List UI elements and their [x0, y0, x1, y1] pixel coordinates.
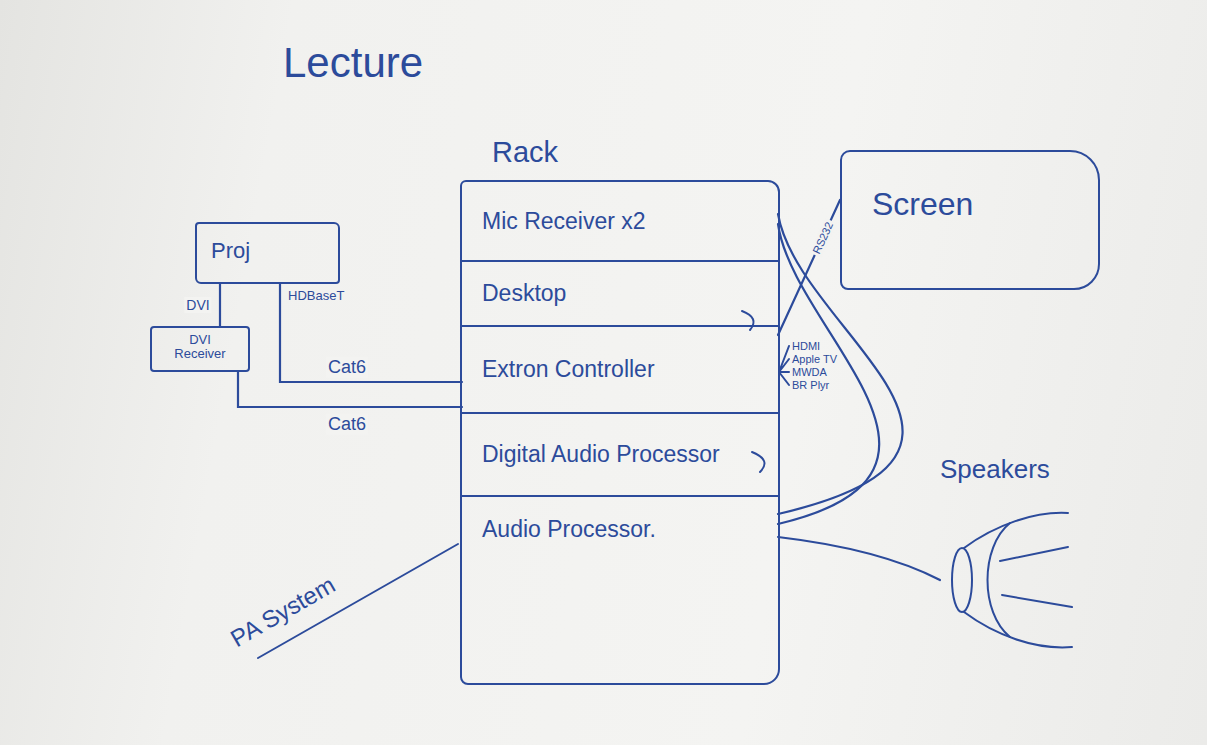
receiver-box: DVI Receiver [150, 326, 250, 372]
system-name: PA System [226, 572, 339, 653]
connector [778, 200, 840, 335]
input-name: Apple TV [792, 353, 837, 365]
speaker-symbol: Speakers [940, 455, 1080, 660]
band-label: Extron Controller [482, 356, 655, 382]
input-name: BR Plyr [792, 379, 829, 391]
connector-label: Cat6 [326, 357, 368, 378]
speaker-strokes [952, 513, 1072, 648]
rack-band: Mic Receiver x2 [462, 182, 778, 262]
sound-lines [1000, 547, 1072, 607]
rack-band: Digital Audio Processor [462, 414, 778, 497]
cable-type: HDBaseT [288, 289, 344, 303]
connector-label: RS232 [809, 218, 836, 257]
speaker-edge [964, 612, 1072, 647]
pen-strokes [258, 311, 789, 658]
connector [778, 537, 940, 580]
projector-label: Proj [211, 238, 250, 263]
band-label: Audio Processor. [482, 516, 656, 542]
bracket-mark [742, 311, 754, 330]
connector [280, 284, 462, 382]
connector [778, 224, 879, 524]
band-label: Desktop [482, 280, 566, 306]
rack-band: Audio Processor. [462, 497, 778, 562]
speaker-edge [964, 513, 1068, 548]
speaker-drawing [940, 455, 1080, 660]
input-name: HDMI [792, 340, 820, 352]
speaker-cone [952, 548, 972, 612]
rack-title: Rack [492, 136, 558, 169]
projector-box: Proj [195, 222, 340, 284]
input-fan-lines [779, 346, 789, 385]
receiver-label: DVI Receiver [169, 333, 231, 362]
rack-frame: RackMic Receiver x2DesktopExtron Control… [460, 180, 780, 685]
speaker-label: Speakers [940, 455, 1050, 485]
connector [219, 284, 221, 326]
screen-box: Screen [840, 150, 1100, 290]
band-label: Mic Receiver x2 [482, 208, 646, 234]
band-label: Digital Audio Processor [482, 441, 720, 467]
rack-band: Extron Controller [462, 327, 778, 414]
speaker-rim [988, 523, 1011, 637]
diagram-title: Lecture [283, 40, 423, 86]
input-name: MWDA [792, 366, 827, 378]
rack-band: Desktop [462, 262, 778, 327]
connector-label: DVI [184, 297, 211, 313]
screen-label: Screen [872, 186, 973, 223]
connector-label: Cat6 [326, 414, 368, 435]
bracket-mark [752, 452, 765, 472]
